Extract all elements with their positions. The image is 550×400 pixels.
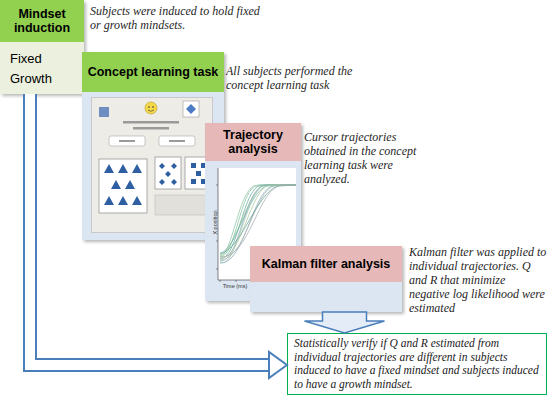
header-band: Mindset induction xyxy=(0,0,84,42)
step-heading: Concept learning task xyxy=(88,65,219,79)
annotation-note: Cursor trajectories obtained in the conc… xyxy=(304,130,436,186)
smiley-icon xyxy=(145,102,157,114)
stimulus-card xyxy=(99,159,147,213)
condition-label: Growth xyxy=(10,69,52,89)
step-heading: Kalman filter analysis xyxy=(262,257,391,271)
sample-card xyxy=(183,101,199,117)
triangle-pattern xyxy=(104,164,142,205)
block-arrow-shape xyxy=(305,312,385,333)
small-icon xyxy=(99,107,109,117)
square-pattern xyxy=(191,163,206,184)
answer-button xyxy=(159,136,195,146)
header-band: Kalman filter analysis xyxy=(250,246,402,282)
block-arrow xyxy=(305,312,385,333)
condition-label: Fixed xyxy=(10,49,42,69)
box-body xyxy=(250,282,402,312)
text-placeholder xyxy=(119,140,135,142)
screen-background xyxy=(92,98,213,233)
answer-button xyxy=(109,136,145,146)
process-box: Mindset inductionFixedGrowth xyxy=(0,0,84,94)
smiley-eye xyxy=(152,106,154,108)
text-placeholder xyxy=(169,140,185,142)
diamond-pattern xyxy=(159,163,177,185)
diamond-symbol xyxy=(186,104,196,114)
smiley-mouth xyxy=(148,110,154,111)
arrow-head xyxy=(269,352,287,378)
stimulus-card xyxy=(155,157,181,189)
text-placeholder xyxy=(133,127,169,130)
feedback-panel xyxy=(155,195,209,215)
step-heading: Mindset induction xyxy=(2,7,82,35)
process-box: Kalman filter analysis xyxy=(250,246,402,312)
trajectory-curve xyxy=(220,185,296,254)
box-body: FixedGrowth xyxy=(0,42,84,94)
text-placeholder xyxy=(123,121,179,124)
smiley-eye xyxy=(148,106,150,108)
header-band: Concept learning task xyxy=(82,52,224,92)
annotation-note: All subjects performed the concept learn… xyxy=(226,64,376,92)
axis-title: Time (ms) xyxy=(221,283,249,290)
conclusion-text: Statistically verify if Q and R estimate… xyxy=(294,337,540,391)
axis-ticks xyxy=(216,185,252,282)
annotation-note: Subjects were induced to hold fixed or g… xyxy=(90,4,260,32)
header-band: Trajectory analysis xyxy=(205,123,301,161)
annotation-note: Kalman filter was applied to individual … xyxy=(409,245,547,315)
axis-title: X position xyxy=(212,203,219,243)
conclusion-box: Statistically verify if Q and R estimate… xyxy=(287,333,547,395)
task-screenshot xyxy=(91,97,213,233)
step-heading: Trajectory analysis xyxy=(207,128,299,156)
